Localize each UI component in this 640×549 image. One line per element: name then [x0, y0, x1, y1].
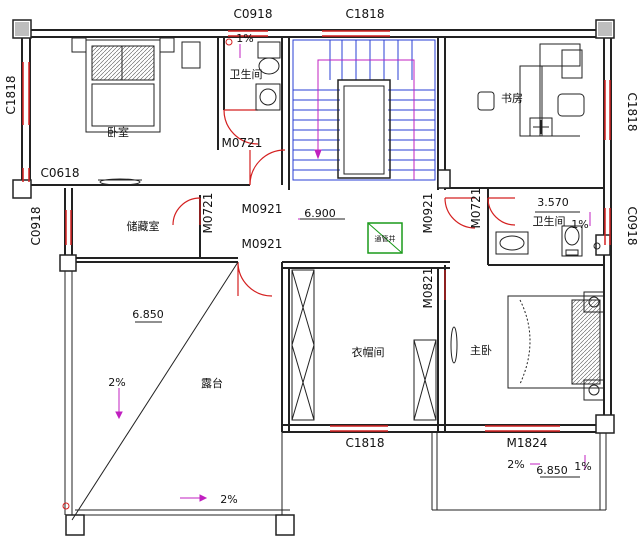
window-label-right-bath: C0918 [625, 207, 639, 246]
bed-master [450, 291, 605, 401]
elevation-terrace: 6.850 [132, 308, 164, 321]
labels: C0918 C1818 C1818 C0618 C0918 C1818 C091… [4, 7, 639, 506]
windows [22, 30, 611, 432]
room-study: 书房 [501, 92, 523, 105]
slope-terrace-bottom: 2% [220, 493, 237, 506]
window-label-bottom-closet: C1818 [346, 436, 385, 450]
slope-terrace-left: 2% [108, 376, 125, 389]
door-label-stair: M0921 [421, 193, 435, 234]
elevation-balcony: 6.850 [536, 464, 568, 477]
doors [172, 109, 516, 300]
shaft-label: 通管井 [375, 234, 396, 243]
door-label-hall-2: M0921 [242, 237, 283, 251]
window-label-top-left: C0918 [234, 7, 273, 21]
room-bath-right: 卫生间 [533, 214, 566, 228]
bath-right-fixtures [495, 225, 601, 257]
door-label-bath-left: M0721 [222, 136, 263, 150]
slope-bath-left: 1% [236, 32, 253, 45]
room-storage: 储藏室 [127, 219, 160, 233]
stair-arrow [314, 59, 415, 180]
walls [21, 29, 612, 516]
terrace-diagonal [71, 261, 239, 521]
window-label-left-storage: C0918 [29, 207, 43, 246]
slope-bath-right: 1% [571, 218, 588, 231]
room-master: 主卧 [470, 344, 492, 357]
bed-left [71, 37, 201, 186]
door-label-closet: M0821 [421, 268, 435, 309]
bath-left-fixtures [255, 41, 281, 111]
slope-arrows [115, 44, 591, 502]
door-label-storage: M0721 [201, 193, 215, 234]
room-bedroom: 卧室 [107, 125, 129, 139]
window-label-left-upper: C1818 [4, 76, 18, 115]
room-closet: 衣帽间 [352, 345, 385, 359]
slope-balcony-left: 2% [507, 458, 524, 471]
door-label-bath-right: M0721 [469, 188, 483, 229]
shaft: 通管井 [367, 222, 403, 254]
closet-wardrobes [291, 269, 437, 421]
window-label-right-upper: C1818 [625, 93, 639, 132]
window-label-bottom-master: M1824 [507, 436, 548, 450]
drain-markers [62, 38, 233, 510]
elevation-bath-right: 3.570 [537, 196, 569, 209]
window-label-left-small: C0618 [41, 166, 80, 180]
study-furniture [477, 43, 585, 137]
window-label-top-center: C1818 [346, 7, 385, 21]
columns [12, 19, 615, 536]
door-label-hall-1: M0921 [242, 202, 283, 216]
room-bath-left: 卫生间 [230, 67, 263, 81]
room-terrace: 露台 [201, 376, 223, 390]
slope-balcony-right: 1% [574, 460, 591, 473]
elevation-hall: 6.900 [304, 207, 336, 220]
